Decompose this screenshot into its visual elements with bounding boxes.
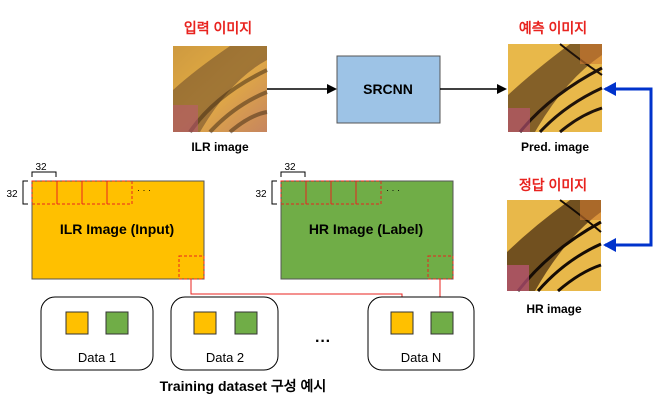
hr-height-bracket [271,180,277,205]
ilr-patch-ellipsis: · · · [137,185,151,195]
ilr-width-label: 32 [35,162,47,173]
hr-width-bracket [280,171,306,177]
data-1-label-patch [105,311,129,335]
blue-arrowhead-hr [603,238,616,252]
data-n-input-patch [390,311,414,335]
srcnn-box [336,55,441,124]
data-ellipsis: ··· [315,333,331,350]
ilr-image-box [31,180,205,280]
data-2-label-patch [234,311,258,335]
ilr-width-bracket [31,171,57,177]
input-image-thumbnail [173,46,268,134]
hr-image-thumbnail [507,199,602,293]
data-n-label: Data N [401,350,441,365]
blue-comparison-bracket [605,87,653,247]
blue-arrowhead-pred [603,82,616,96]
data-2-input-patch [193,311,217,335]
ilr-patch-grid [31,180,133,205]
data-2-label: Data 2 [206,350,244,365]
training-dataset-caption: Training dataset 구성 예시 [160,378,327,394]
hr-height-label: 32 [255,189,267,200]
pred-image-title: 예측 이미지 [519,20,587,36]
srcnn-label: SRCNN [363,81,413,97]
ilr-box-label: ILR Image (Input) [60,221,174,237]
hr-width-label: 32 [284,162,296,173]
hr-image-caption: HR image [526,302,582,316]
gt-image-title: 정답 이미지 [519,177,587,193]
pred-image-thumbnail [508,43,603,134]
data-1-input-patch [65,311,89,335]
input-image-title: 입력 이미지 [184,20,252,36]
data-1-label: Data 1 [78,350,116,365]
data-n-label-patch [430,311,454,335]
hr-box-label: HR Image (Label) [309,221,423,237]
ilr-height-bracket [22,180,28,205]
hr-patch-ellipsis: · · · [386,185,400,195]
ilr-image-caption: ILR image [191,140,249,154]
pred-image-caption: Pred. image [521,140,589,154]
hr-image-box [280,180,454,280]
ilr-height-label: 32 [6,189,18,200]
hr-patch-grid [280,180,382,205]
